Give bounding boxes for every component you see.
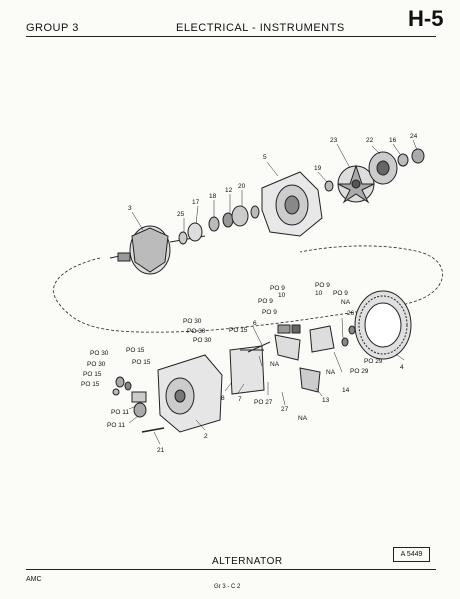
callout-po30-b: PO 30: [187, 328, 206, 335]
header-section-title: ELECTRICAL - INSTRUMENTS: [176, 22, 345, 34]
callout-26: 26: [347, 310, 355, 317]
callout-21: 21: [157, 447, 165, 454]
callout-po30-d: PO 30: [90, 350, 109, 357]
callout-16: 16: [389, 137, 397, 144]
callout-po30-e: PO 30: [87, 361, 106, 368]
callout-po9-d: PO 9: [258, 298, 273, 305]
callout-na-1: NA: [341, 299, 351, 306]
callout-po9-b: PO 9: [315, 282, 330, 289]
callout-po29-b: PO 29: [350, 368, 369, 375]
callout-na-2: NA: [270, 361, 280, 368]
callout-7: 7: [238, 396, 242, 403]
header-rule: [26, 36, 436, 37]
header-group: GROUP 3: [26, 22, 79, 34]
callout-po30-c: PO 30: [193, 337, 212, 344]
callout-27: 27: [281, 406, 289, 413]
callout-po27: PO 27: [254, 399, 273, 406]
callout-po9-e: PO 9: [262, 309, 277, 316]
rear-housing: [157, 354, 223, 433]
figure-number-box: A 5449: [393, 547, 430, 562]
callout-po11-b: PO 11: [107, 422, 125, 429]
callout-12: 12: [225, 187, 233, 194]
callout-na-4: NA: [298, 415, 308, 422]
callout-19: 19: [314, 165, 322, 172]
callout-14: 14: [342, 387, 350, 394]
page-code: H-5: [408, 6, 444, 31]
callout-23: 23: [330, 137, 338, 144]
callout-po15-b: PO 15: [126, 347, 145, 354]
callout-5: 5: [263, 154, 267, 161]
stator-part: [354, 290, 412, 360]
rotor-part: [109, 225, 206, 275]
callout-20: 20: [238, 183, 246, 190]
callout-po29-a: PO 29: [364, 358, 383, 365]
callout-3: 3: [128, 205, 132, 212]
callout-25: 25: [177, 211, 185, 218]
callout-6: 6: [253, 320, 257, 327]
callout-10-b: 10: [315, 290, 323, 297]
callout-2: 2: [204, 433, 208, 440]
fan-part: [337, 164, 375, 204]
callout-po15-e: PO 15: [81, 381, 100, 388]
callout-po30-a: PO 30: [183, 318, 202, 325]
callout-24: 24: [410, 133, 418, 140]
callout-13: 13: [322, 397, 330, 404]
caption-rule: [26, 569, 436, 570]
figure-caption: ALTERNATOR: [212, 556, 283, 567]
footer-center: Gr 3 - C 2: [214, 584, 241, 590]
callout-17: 17: [192, 199, 200, 206]
callout-22: 22: [366, 137, 374, 144]
callout-po9-c: PO 9: [333, 290, 348, 297]
callout-18: 18: [209, 193, 217, 200]
callout-10-a: 10: [278, 292, 286, 299]
callout-po15-a: PO 15: [229, 327, 248, 334]
callout-4: 4: [400, 364, 404, 371]
callout-po15-d: PO 15: [83, 371, 102, 378]
dashed-outline: [53, 245, 443, 333]
callout-po15-c: PO 15: [132, 359, 151, 366]
callout-na-3: NA: [326, 369, 336, 376]
callout-po11-a: PO 11: [111, 409, 129, 416]
front-housing: [261, 171, 323, 237]
callout-po9-a: PO 9: [270, 285, 285, 292]
footer-left: AMC: [26, 576, 42, 583]
callout-8: 8: [221, 395, 225, 402]
